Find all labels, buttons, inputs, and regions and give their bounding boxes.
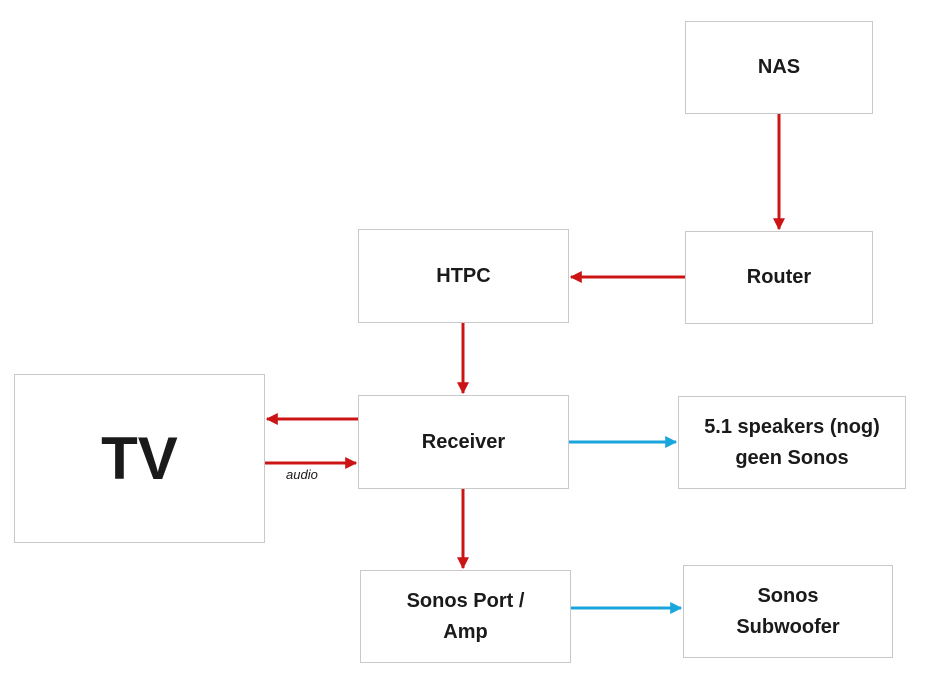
node-htpc: HTPC [358, 229, 569, 323]
node-nas-label: NAS [758, 52, 800, 83]
node-nas-line-1: NAS [757, 56, 801, 78]
node-tv-label: TV [101, 424, 178, 492]
node-router: Router [685, 231, 873, 324]
node-htpc-label: HTPC [436, 261, 490, 292]
node-tv: TV [14, 374, 265, 543]
node-tv-line-1: TV [101, 424, 178, 492]
node-router-label: Router [747, 262, 811, 293]
node-subwoofer-line-1: Sonos [757, 584, 819, 607]
node-receiver-label: Receiver [422, 427, 505, 458]
node-receiver: Receiver [358, 395, 569, 489]
node-speakers-line-1: 5.1 speakers (nog) [704, 415, 880, 438]
node-sonos-port-line-1: Sonos Port / [406, 589, 525, 612]
node-speakers-line-2: geen Sonos [735, 446, 849, 469]
node-nas: NAS [685, 21, 873, 114]
node-receiver-line-1: Receiver [421, 430, 506, 453]
node-router-line-1: Router [746, 266, 812, 288]
node-htpc-line-1: HTPC [436, 264, 491, 287]
node-sonos-port: Sonos Port / Amp [360, 570, 571, 663]
node-sonos-port-line-2: Amp [443, 620, 488, 643]
node-speakers: 5.1 speakers (nog) geen Sonos [678, 396, 906, 489]
node-subwoofer: Sonos Subwoofer [683, 565, 893, 658]
node-subwoofer-line-2: Subwoofer [736, 615, 840, 638]
node-subwoofer-label: Sonos Subwoofer [736, 581, 839, 643]
edge-tv-receiver-label: audio [286, 467, 318, 482]
node-sonos-port-label: Sonos Port / Amp [407, 586, 525, 648]
node-speakers-label: 5.1 speakers (nog) geen Sonos [704, 412, 880, 474]
